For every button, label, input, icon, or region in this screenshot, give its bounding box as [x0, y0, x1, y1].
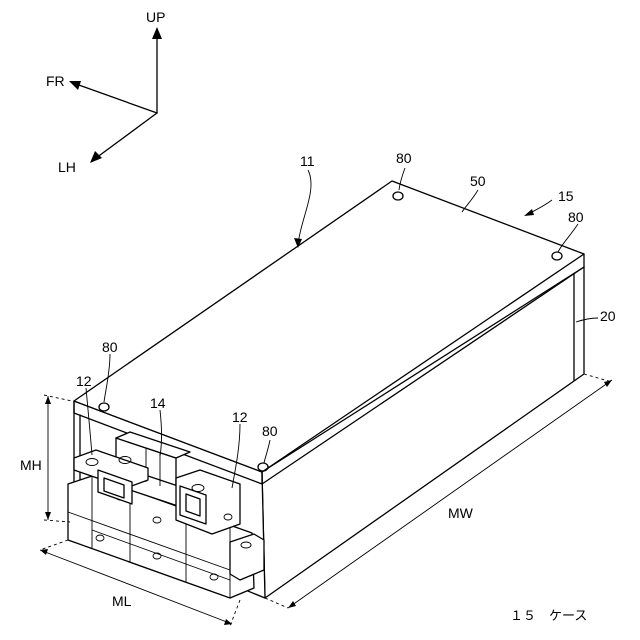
front-label: FR: [46, 73, 65, 89]
orientation-axes: UP FR LH: [46, 9, 165, 175]
arrowhead-icon: [524, 209, 534, 216]
front-axis-line: [76, 84, 157, 113]
left-arrow-icon: [90, 151, 102, 163]
mh-ext-bottom: [44, 520, 70, 522]
label-hole: 80: [568, 209, 584, 225]
up-label: UP: [146, 9, 165, 25]
label-terminal-block: 14: [150, 395, 166, 411]
label-hole: 80: [396, 150, 412, 166]
label-hole: 80: [262, 423, 278, 439]
label-length: ML: [112, 593, 132, 609]
left-label: LH: [58, 159, 76, 175]
front-arrow-icon: [69, 81, 81, 90]
leader-11: [298, 170, 311, 245]
label-height: MH: [20, 457, 42, 473]
label-width: MW: [448, 505, 474, 521]
arrowhead-icon: [288, 601, 296, 608]
figure-caption: １５ ケース: [510, 609, 587, 624]
arrowhead-icon: [224, 619, 232, 625]
ml-ext-right: [230, 600, 240, 626]
leader-50: [462, 190, 478, 212]
mw-ext-right: [584, 374, 612, 382]
label-top-plate: 50: [470, 173, 486, 189]
ml-ext-left: [40, 540, 68, 550]
label-terminal-right: 12: [232, 409, 248, 425]
up-arrow-icon: [152, 27, 162, 39]
arrowhead-icon: [40, 549, 48, 555]
label-case-body: 11: [300, 153, 315, 169]
left-axis-line: [96, 113, 157, 158]
arrowhead-icon: [45, 396, 51, 404]
arrowhead-icon: [604, 380, 612, 387]
label-case: 15: [558, 188, 574, 204]
label-terminal-left: 12: [76, 373, 92, 389]
mw-ext-left: [265, 598, 288, 608]
label-side-wall: 20: [600, 308, 616, 324]
label-hole: 80: [102, 339, 118, 355]
arrowhead-icon: [45, 512, 51, 520]
